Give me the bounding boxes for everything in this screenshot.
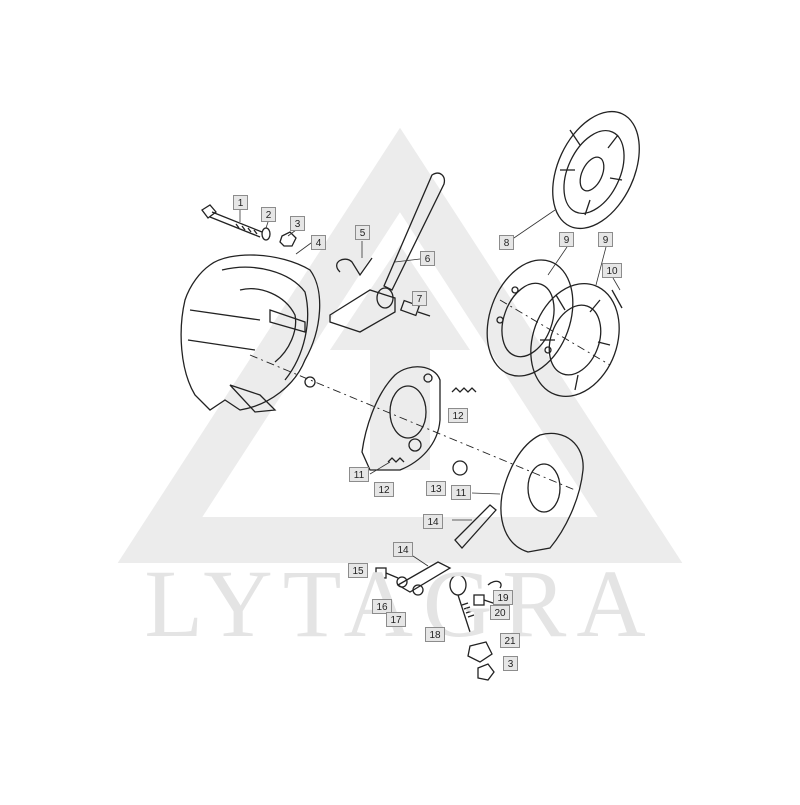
adjusting-nut-part xyxy=(467,641,493,663)
callout-3: 3 xyxy=(290,216,305,231)
friction-disc-part xyxy=(552,110,640,230)
actuator-plate-part xyxy=(361,366,441,471)
callout-14a: 14 xyxy=(423,514,443,529)
callout-2: 2 xyxy=(261,207,276,222)
callout-10: 10 xyxy=(602,263,622,278)
callout-7: 7 xyxy=(412,291,427,306)
callout-12b: 12 xyxy=(374,482,394,497)
screw-part xyxy=(611,289,623,309)
nut-17-part xyxy=(412,584,424,596)
brake-lever-part xyxy=(329,172,446,333)
callout-15: 15 xyxy=(348,563,368,578)
callout-9b: 9 xyxy=(598,232,613,247)
callout-20: 20 xyxy=(490,605,510,620)
bolt-part xyxy=(201,204,263,238)
brake-housing-part xyxy=(180,254,321,413)
washer-16-part xyxy=(396,576,408,588)
callout-11a: 11 xyxy=(349,467,369,482)
link-bar-part xyxy=(396,561,452,593)
callout-19: 19 xyxy=(493,590,513,605)
pin-part xyxy=(399,299,431,317)
spring-part xyxy=(387,387,477,463)
callout-4: 4 xyxy=(311,235,326,250)
brake-disc-part xyxy=(530,282,620,398)
lock-nut-part xyxy=(477,663,495,681)
callout-5: 5 xyxy=(355,225,370,240)
callout-11b: 11 xyxy=(451,485,471,500)
callout-12a: 12 xyxy=(448,408,468,423)
callout-16: 16 xyxy=(372,599,392,614)
callout-6: 6 xyxy=(420,251,435,266)
watermark-logo xyxy=(117,127,683,563)
eye-bolt-part xyxy=(449,574,475,633)
callout-18: 18 xyxy=(425,627,445,642)
callout-9a: 9 xyxy=(559,232,574,247)
line-art xyxy=(180,110,640,681)
callout-1: 1 xyxy=(233,195,248,210)
callout-13: 13 xyxy=(426,481,446,496)
callout-17: 17 xyxy=(386,612,406,627)
pressure-plate-part xyxy=(486,259,574,377)
washer-part xyxy=(261,227,271,241)
lower-plate-part xyxy=(500,432,584,553)
callout-8: 8 xyxy=(499,235,514,250)
nut-part xyxy=(279,231,297,247)
link-part xyxy=(454,504,497,549)
watermark-text: LYTAGRA xyxy=(144,550,656,657)
clip-part xyxy=(336,257,373,277)
ball-part xyxy=(452,460,468,476)
callout-14b: 14 xyxy=(393,542,413,557)
cotter-pin-part xyxy=(487,580,502,589)
callout-3b: 3 xyxy=(503,656,518,671)
callout-21: 21 xyxy=(500,633,520,648)
bolt-15-part xyxy=(375,567,399,579)
